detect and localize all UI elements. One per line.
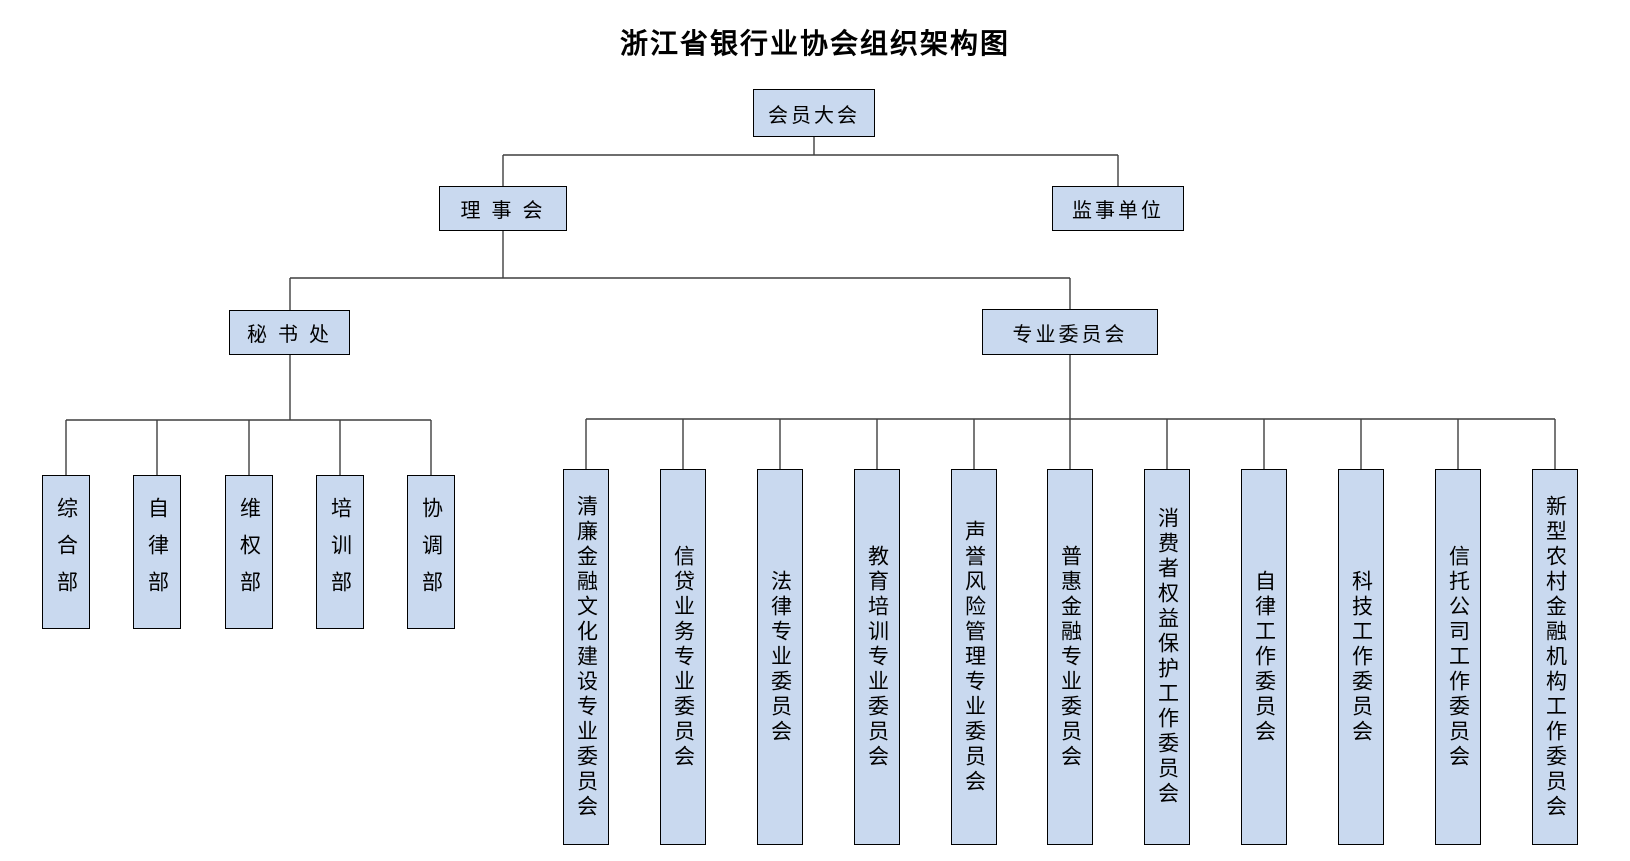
committee-label: 科技工作委员会	[1349, 569, 1374, 745]
department-box: 维权部	[225, 475, 273, 629]
department-label: 综合部	[54, 496, 79, 608]
node-professional-committees: 专业委员会	[982, 309, 1158, 355]
committee-box: 清廉金融文化建设专业委员会	[563, 469, 609, 845]
committee-box: 信托公司工作委员会	[1435, 469, 1481, 845]
department-label: 维权部	[237, 496, 262, 608]
node-secretariat: 秘 书 处	[229, 310, 350, 355]
connector-path	[65, 137, 1556, 475]
node-board-of-directors: 理 事 会	[439, 186, 567, 231]
department-box: 自律部	[133, 475, 181, 629]
page-title: 浙江省银行业协会组织架构图	[619, 29, 1010, 60]
committee-box: 信贷业务专业委员会	[660, 469, 706, 845]
committee-label: 自律工作委员会	[1252, 569, 1277, 745]
committee-box: 普惠金融专业委员会	[1047, 469, 1093, 845]
committee-label: 清廉金融文化建设专业委员会	[574, 494, 599, 820]
committee-label: 声誉风险管理专业委员会	[962, 519, 987, 795]
committee-label: 教育培训专业委员会	[865, 544, 890, 770]
department-label: 自律部	[145, 496, 170, 608]
department-label: 协调部	[419, 496, 444, 608]
node-supervisory-units: 监事单位	[1052, 186, 1184, 231]
committee-box: 教育培训专业委员会	[854, 469, 900, 845]
committee-box: 声誉风险管理专业委员会	[951, 469, 997, 845]
committee-box: 消费者权益保护工作委员会	[1144, 469, 1190, 845]
committee-label: 消费者权益保护工作委员会	[1155, 507, 1180, 807]
committee-label: 法律专业委员会	[768, 569, 793, 745]
committee-label: 新型农村金融机构工作委员会	[1543, 494, 1568, 820]
committee-box: 科技工作委员会	[1338, 469, 1384, 845]
department-box: 培训部	[316, 475, 364, 629]
department-label: 培训部	[328, 496, 353, 608]
committee-label: 普惠金融专业委员会	[1058, 544, 1083, 770]
node-members-assembly: 会员大会	[753, 89, 875, 137]
committee-label: 信托公司工作委员会	[1446, 544, 1471, 770]
department-box: 综合部	[42, 475, 90, 629]
committee-box: 自律工作委员会	[1241, 469, 1287, 845]
committee-label: 信贷业务专业委员会	[671, 544, 696, 770]
committee-box: 新型农村金融机构工作委员会	[1532, 469, 1578, 845]
committee-box: 法律专业委员会	[757, 469, 803, 845]
department-box: 协调部	[407, 475, 455, 629]
